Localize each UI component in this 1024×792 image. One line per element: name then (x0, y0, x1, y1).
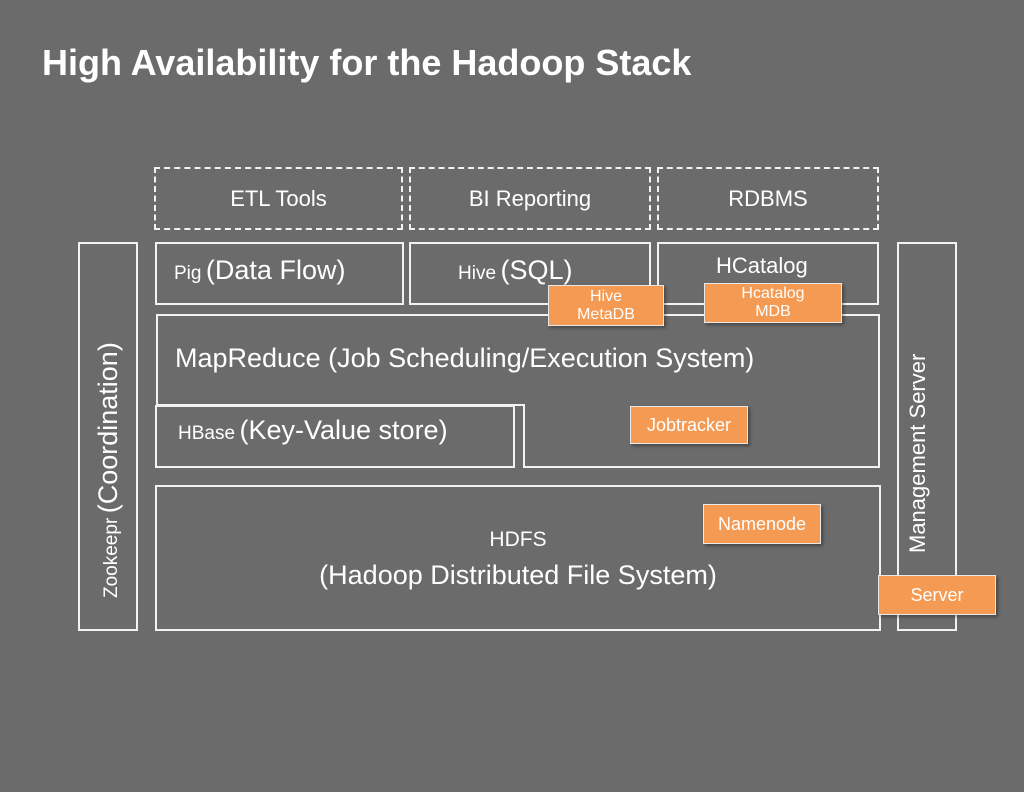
pig-box (155, 242, 404, 305)
pig-main: (Data Flow) (205, 255, 346, 285)
pig-prefix: Pig (174, 263, 202, 284)
jobtracker-label: Jobtracker (646, 415, 732, 435)
rdbms-label: RDBMS (728, 185, 808, 211)
management-server-box (897, 242, 957, 631)
mapreduce-label: MapReduce (Job Scheduling/Execution Syst… (175, 343, 755, 373)
hive-metadb-line1: Hive (589, 287, 622, 305)
zookeeper-box (78, 242, 138, 631)
server-badge: Server (878, 575, 996, 615)
namenode-badge: Namenode (703, 504, 821, 544)
namenode-label: Namenode (717, 514, 807, 534)
hbase-prefix: HBase (178, 423, 236, 444)
page-title: High Availability for the Hadoop Stack (42, 42, 692, 83)
hdfs-title: HDFS (489, 528, 547, 551)
hive-prefix: Hive (458, 263, 497, 284)
hcatalog-mdb-badge: Hcatalog MDB (704, 283, 842, 323)
hcatalog-mdb-line2: MDB (755, 303, 791, 320)
hive-metadb-line2: MetaDB (577, 305, 635, 323)
etl-tools-box: ETL Tools (154, 167, 403, 230)
hbase-main: (Key-Value store) (239, 415, 448, 445)
rdbms-box: RDBMS (657, 167, 879, 230)
bi-reporting-label: BI Reporting (468, 185, 592, 211)
hbase-box (155, 405, 515, 468)
bi-reporting-box: BI Reporting (409, 167, 651, 230)
hive-label: Hive (SQL) (458, 255, 572, 286)
hive-main: (SQL) (500, 255, 573, 285)
hdfs-box (155, 485, 881, 631)
hive-metadb-badge: Hive MetaDB (548, 285, 664, 326)
hbase-label: HBase (Key-Value store) (178, 415, 448, 446)
jobtracker-badge: Jobtracker (630, 406, 748, 444)
hdfs-subtitle: (Hadoop Distributed File System) (319, 560, 717, 590)
pig-label: Pig (Data Flow) (174, 255, 345, 286)
etl-tools-label: ETL Tools (230, 185, 327, 211)
hive-box (409, 242, 651, 305)
server-label: Server (910, 585, 964, 605)
hcatalog-label: HCatalog (716, 253, 808, 278)
hcatalog-mdb-line1: Hcatalog (741, 285, 805, 302)
